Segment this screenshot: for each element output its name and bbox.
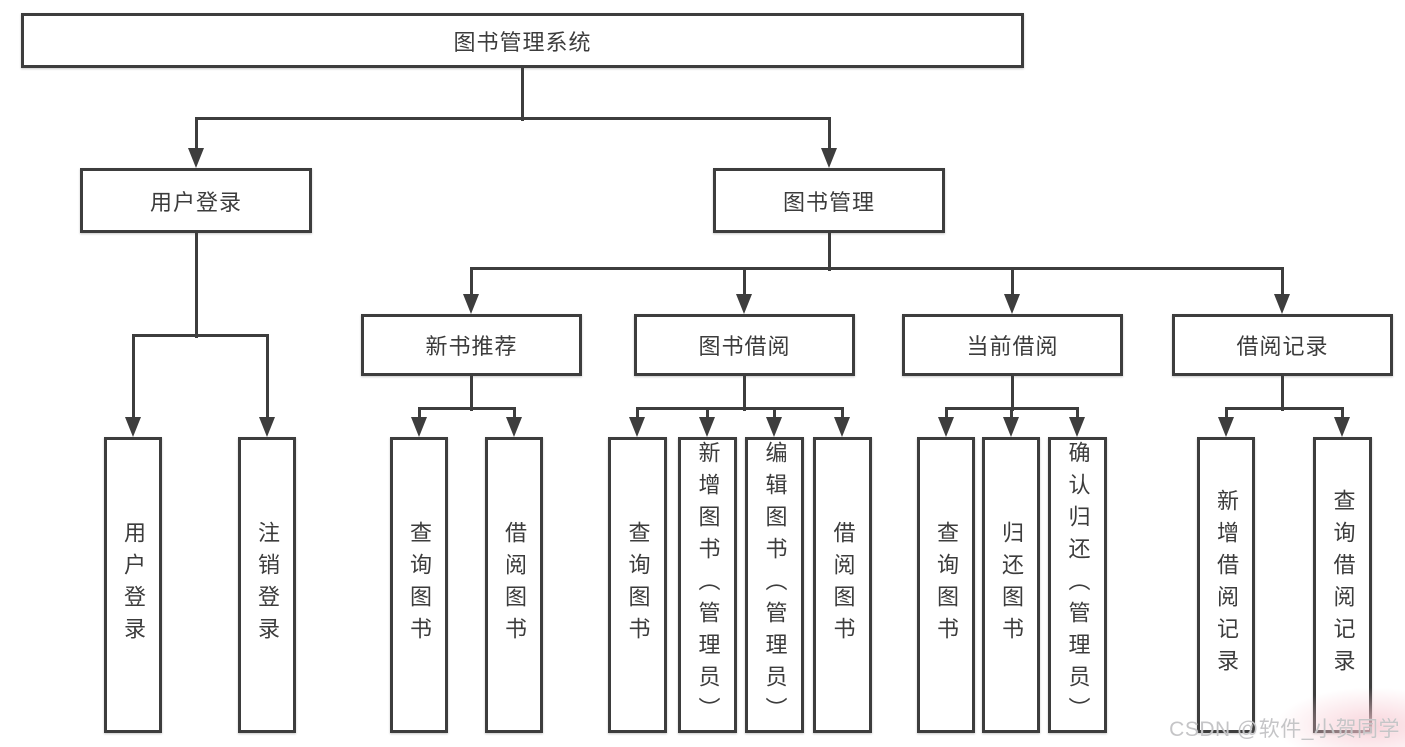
node-book-management: 图书管理	[713, 168, 945, 233]
csdn-watermark: CSDN @软件_小贺同学	[1169, 718, 1400, 741]
leaf-bor-add-books-admin: 新增图书（管理员）	[678, 437, 737, 733]
leaf-bor-query-books: 查询图书	[608, 437, 667, 733]
arrow-down-icon	[188, 148, 204, 168]
connector-arrow-shaft	[635, 408, 639, 421]
connector-vertical-line	[194, 233, 198, 338]
connector-arrow-shaft	[1224, 408, 1228, 421]
arrow-down-icon	[125, 417, 141, 437]
node-current-borrowing: 当前借阅	[902, 314, 1123, 376]
leaf-logout-login: 注销登录	[238, 437, 296, 733]
arrow-down-icon	[821, 148, 837, 168]
leaf-rec-borrow-books: 借阅图书	[485, 437, 543, 733]
connector-arrow-shaft	[512, 408, 516, 421]
node-library-system: 图书管理系统	[21, 13, 1024, 68]
connector-arrow-shaft	[705, 408, 709, 421]
arrow-down-icon	[1004, 294, 1020, 314]
connector-arrow-shaft	[944, 408, 948, 421]
connector-arrow-shaft	[742, 268, 746, 298]
connector-arrow-shaft	[772, 408, 776, 421]
connector-vertical-line	[1280, 376, 1284, 411]
leaf-recd-query-record: 查询借阅记录	[1313, 437, 1372, 733]
arrow-down-icon	[629, 417, 645, 437]
connector-vertical-line	[742, 376, 746, 411]
connector-vertical-line	[520, 68, 524, 121]
arrow-down-icon	[736, 294, 752, 314]
leaf-cur-confirm-return-admin: 确认归还（管理员）	[1048, 437, 1107, 733]
arrow-down-icon	[1334, 417, 1350, 437]
arrow-down-icon	[259, 417, 275, 437]
leaf-user-login: 用户登录	[104, 437, 162, 733]
leaf-rec-query-books: 查询图书	[390, 437, 448, 733]
connector-arrow-shaft	[1009, 408, 1013, 421]
node-new-book-recommend: 新书推荐	[361, 314, 582, 376]
arrow-down-icon	[411, 417, 427, 437]
leaf-cur-query-books: 查询图书	[917, 437, 975, 733]
leaf-bor-edit-books-admin: 编辑图书（管理员）	[745, 437, 804, 733]
connector-vertical-line	[827, 233, 831, 271]
leaf-cur-return-books: 归还图书	[982, 437, 1040, 733]
connector-arrow-shaft	[1075, 408, 1079, 421]
arrow-down-icon	[834, 417, 850, 437]
connector-horizontal-line	[131, 333, 269, 337]
leaf-bor-borrow-books: 借阅图书	[813, 437, 872, 733]
connector-arrow-shaft	[1340, 408, 1344, 421]
connector-horizontal-line	[1224, 406, 1344, 410]
connector-arrow-shaft	[131, 335, 135, 421]
connector-horizontal-line	[469, 266, 1284, 270]
leaf-recd-add-record: 新增借阅记录	[1197, 437, 1255, 733]
node-borrow-records: 借阅记录	[1172, 314, 1393, 376]
connector-arrow-shaft	[265, 335, 269, 421]
arrow-down-icon	[766, 417, 782, 437]
connector-vertical-line	[469, 376, 473, 411]
connector-arrow-shaft	[1010, 268, 1014, 298]
arrow-down-icon	[938, 417, 954, 437]
arrow-down-icon	[1218, 417, 1234, 437]
arrow-down-icon	[463, 294, 479, 314]
connector-horizontal-line	[635, 406, 844, 410]
connector-vertical-line	[1010, 376, 1014, 411]
connector-arrow-shaft	[417, 408, 421, 421]
connector-horizontal-line	[194, 116, 831, 120]
arrow-down-icon	[1003, 417, 1019, 437]
connector-arrow-shaft	[1280, 268, 1284, 298]
arrow-down-icon	[1069, 417, 1085, 437]
arrow-down-icon	[699, 417, 715, 437]
connector-arrow-shaft	[840, 408, 844, 421]
connector-arrow-shaft	[469, 268, 473, 298]
arrow-down-icon	[506, 417, 522, 437]
node-book-borrowing: 图书借阅	[634, 314, 855, 376]
connector-horizontal-line	[417, 406, 516, 410]
arrow-down-icon	[1274, 294, 1290, 314]
connector-arrow-shaft	[827, 118, 831, 152]
node-user-login: 用户登录	[80, 168, 312, 233]
connector-arrow-shaft	[194, 118, 198, 152]
